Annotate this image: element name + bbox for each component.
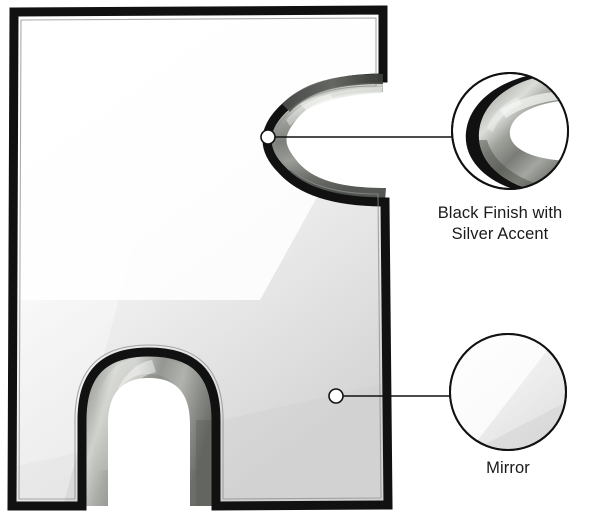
callout-anchor-dots: [260, 129, 344, 404]
arch-notch-silver-accent: [82, 352, 216, 506]
callout-circle-finish-ring: [451, 72, 569, 190]
anchor-dot-mirror: [328, 388, 344, 404]
mirror-black-frame: [7, 5, 393, 511]
anchor-dot-finish: [260, 129, 276, 145]
detail-silver-highlight-2: [487, 97, 522, 132]
c-notch-top-bevel: [282, 74, 383, 112]
detail-silver-shadow: [479, 140, 566, 189]
detail-inner-face: [509, 100, 568, 161]
mirror-body: [12, 10, 388, 506]
arch-notch-highlight: [95, 356, 203, 470]
callout-leader-lines: [275, 136, 452, 397]
callout-bubble-finish: [451, 72, 569, 190]
callout-label-mirror: Mirror: [486, 459, 530, 477]
c-notch-highlight-2: [286, 94, 334, 126]
arch-notch-specular: [118, 360, 156, 396]
detail-silver-highlight: [500, 91, 567, 118]
arch-notch-shade-right: [196, 420, 216, 506]
callout-bubble-mirror: [449, 333, 567, 451]
c-notch-metal-inner: [263, 78, 386, 202]
c-notch-highlight: [300, 87, 382, 110]
mirror-detail-sheen: [450, 334, 560, 450]
callout-label-finish: Black Finish with Silver Accent: [437, 204, 563, 244]
callout-circle-mirror-ring: [449, 333, 567, 451]
callout-detail-finish: [465, 73, 568, 189]
glass-shading: [12, 380, 388, 506]
